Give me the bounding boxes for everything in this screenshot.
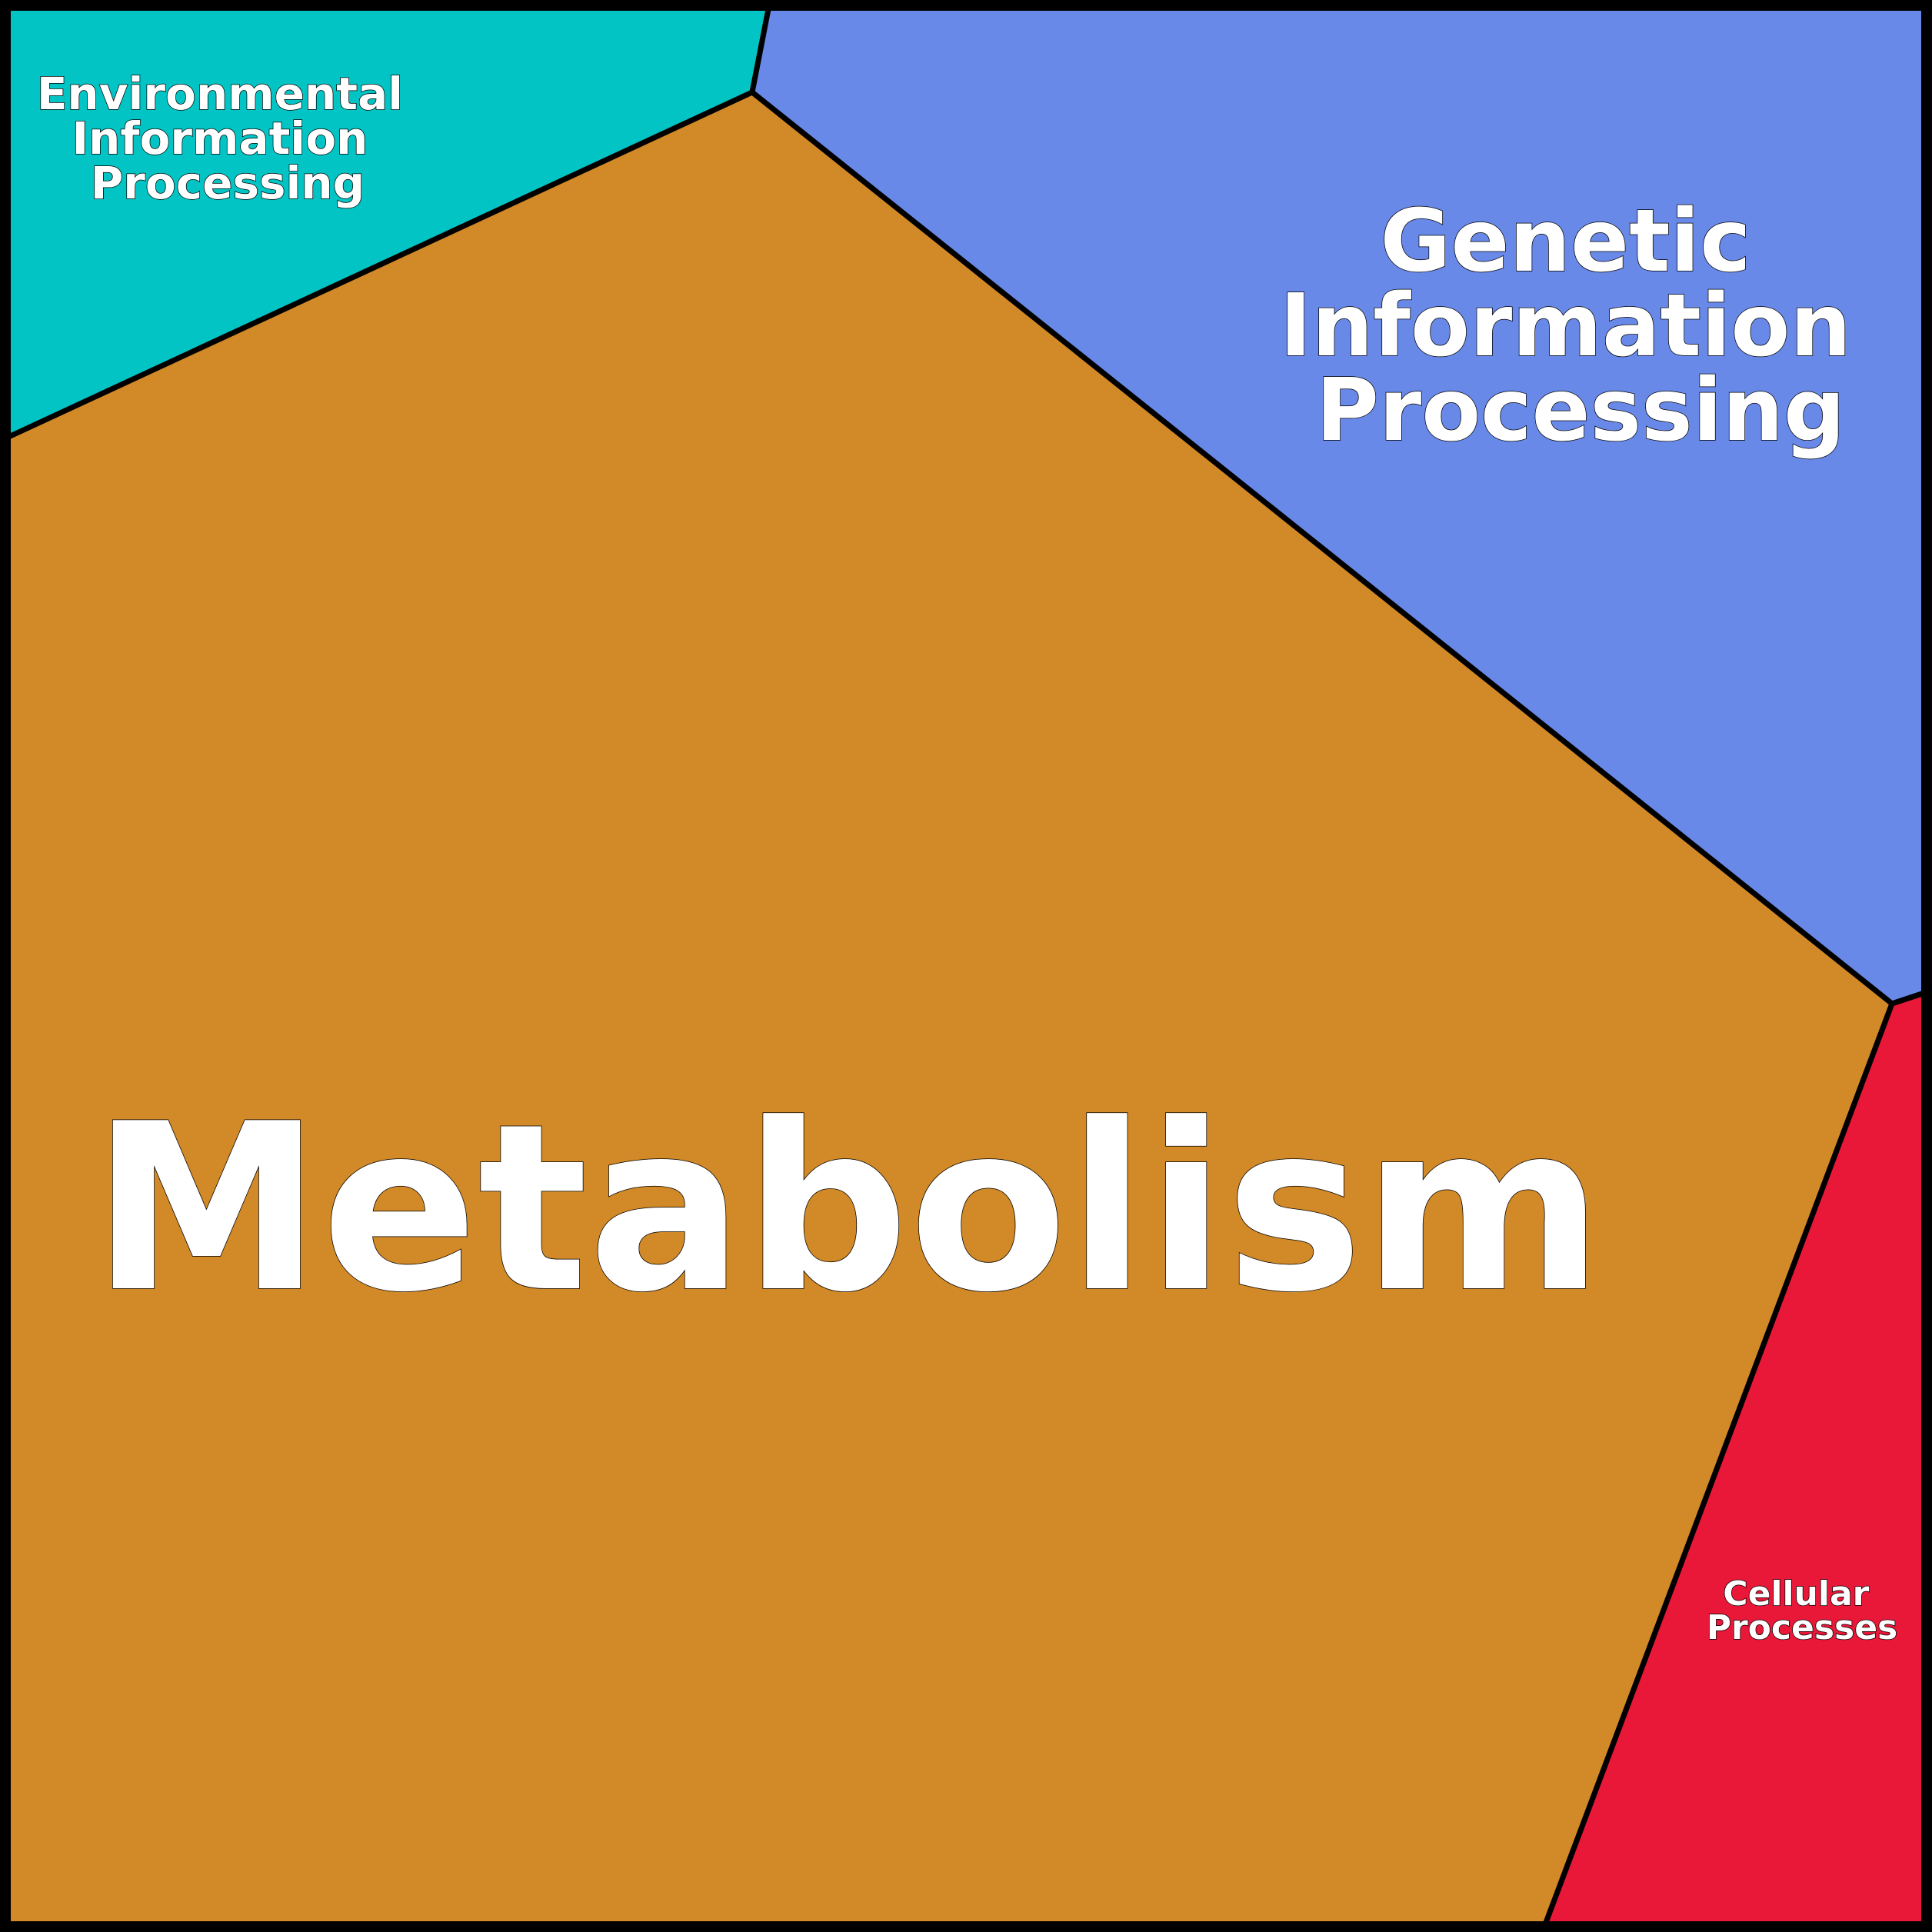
region-cellular[interactable]: Cellular Processes — [1540, 988, 1930, 1930]
region-metabolism-label-line-1: Metabolism — [92, 1074, 1604, 1343]
region-metabolism-label: Metabolism — [92, 1074, 1604, 1343]
region-environmental-label-line-3: Processing — [91, 157, 365, 209]
region-genetic-label-line-3: Processing — [1316, 361, 1845, 461]
region-cellular-label-line-1: Cellular — [1723, 1574, 1869, 1614]
region-genetic[interactable]: Genetic Information Processing — [749, 2, 1930, 1007]
region-environmental[interactable]: Environmental Information Processing — [2, 2, 773, 443]
region-genetic-label-line-2: Information — [1280, 276, 1851, 376]
region-cellular-label: Cellular Processes — [1707, 1574, 1898, 1647]
region-metabolism[interactable]: Metabolism — [2, 88, 1896, 1930]
region-genetic-label-line-1: Genetic — [1381, 192, 1751, 291]
region-environmental-label-line-2: Information — [72, 112, 368, 165]
region-genetic-label: Genetic Information Processing — [1280, 192, 1881, 461]
region-cellular-label-line-2: Processes — [1707, 1608, 1898, 1647]
region-environmental-label: Environmental Information Processing — [37, 68, 418, 209]
region-environmental-label-line-1: Environmental — [37, 68, 403, 120]
